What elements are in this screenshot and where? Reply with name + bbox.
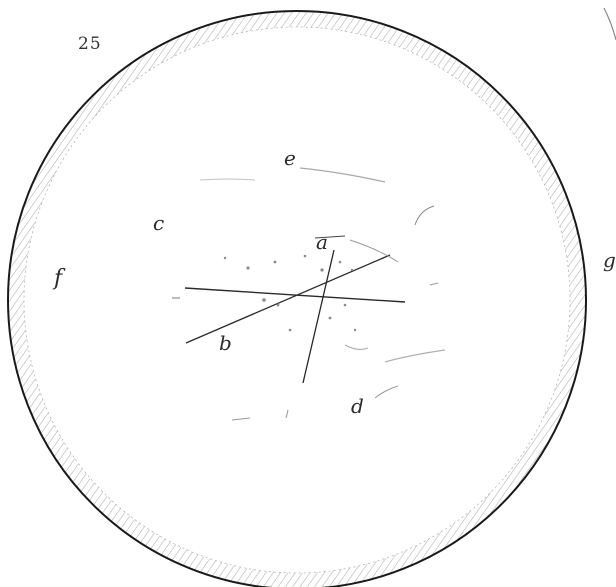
label-a: a (316, 232, 328, 252)
label-d: d (351, 396, 364, 416)
label-f: f (54, 268, 62, 290)
label-c: c (153, 213, 164, 233)
label-g: g (603, 250, 616, 270)
adjacent-figure-edge (604, 8, 616, 40)
label-b: b (219, 333, 232, 353)
hatched-rim (8, 11, 586, 587)
label-e: e (284, 148, 296, 168)
